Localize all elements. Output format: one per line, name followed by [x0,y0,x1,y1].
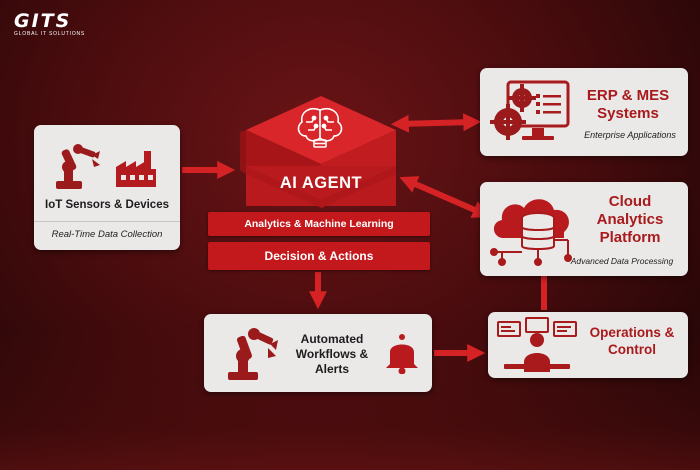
iot-divider [34,221,180,222]
automated-workflows-card: Automated Workflows & Alerts [204,314,432,392]
iot-subtitle: Real-Time Data Collection [51,229,163,240]
arrow-agent-erp [390,113,482,133]
company-logo: GITS GLOBAL IT SOLUTIONS [14,10,85,37]
brain-icon [297,107,343,148]
cloud-analytics-card: Cloud Analytics Platform Advanced Data P… [480,182,688,276]
workflows-line1: Automated [300,332,364,346]
robot-arm-icon [56,144,100,189]
erp-mes-card: ERP & MES Systems Enterprise Application… [480,68,688,156]
ai-agent-cube [240,96,396,208]
monitor-gears-icon [490,80,570,140]
logo-tagline: GLOBAL IT SOLUTIONS [14,31,86,37]
operator-console-icon [497,317,577,372]
ai-agent-title: AI AGENT [279,174,363,192]
cloud-subtitle: Advanced Data Processing [570,256,674,266]
operations-control-card: Operations & Control [488,312,688,378]
erp-subtitle: Enterprise Applications [584,130,676,140]
workflows-line2: Workflows & [295,347,369,361]
logo-mark: GITS [14,10,72,32]
cloud-title-line3: Platform [599,229,661,246]
alert-bell-icon [386,334,418,374]
robot-arm-icon [228,328,278,380]
ops-title-line1: Operations & [589,325,675,340]
decision-actions-bar: Decision & Actions [208,242,430,270]
erp-title-line1: ERP & MES [586,87,670,104]
ops-title-line2: Control [608,342,656,357]
cloud-title-line2: Analytics [596,211,664,228]
arrow-agent-cloud [399,176,491,218]
iot-title: IoT Sensors & Devices [45,199,169,211]
factory-icon [116,151,156,187]
iot-sensors-card: IoT Sensors & Devices Real-Time Data Col… [34,125,180,250]
analytics-ml-bar: Analytics & Machine Learning [208,212,430,236]
cloud-database-icon [490,199,572,266]
erp-title-line2: Systems [597,105,659,122]
cloud-title-line1: Cloud [608,193,652,210]
workflows-line3: Alerts [314,362,349,376]
